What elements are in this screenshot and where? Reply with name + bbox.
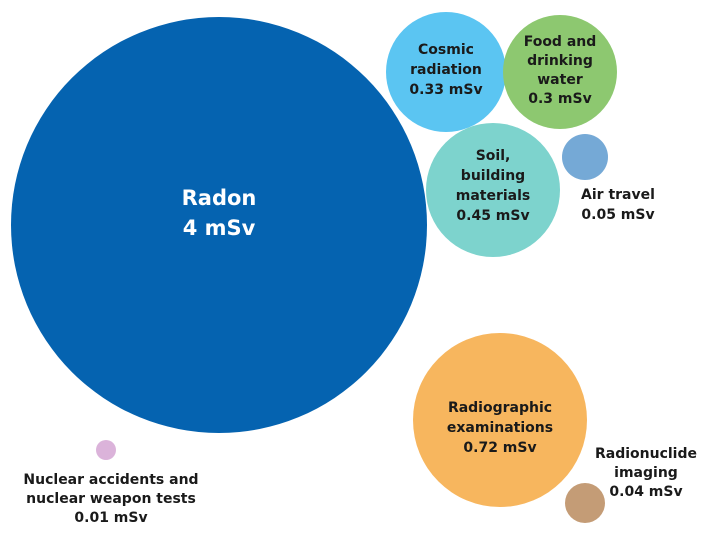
- bubble-radionuclide-imaging: [565, 483, 605, 523]
- label-food-and-drinking-water: 0.3 mSv: [528, 91, 591, 107]
- label-air-travel: Air travel: [581, 187, 655, 203]
- label-soil-building-materials: building: [461, 168, 525, 184]
- label-soil-building-materials: Soil,: [476, 148, 511, 164]
- label-radiographic-examinations: 0.72 mSv: [463, 440, 536, 456]
- label-cosmic-radiation: radiation: [410, 62, 482, 78]
- label-soil-building-materials: 0.45 mSv: [456, 208, 529, 224]
- bubble-soil-building-materials: [426, 123, 560, 257]
- bubble-nuclear-accidents-and-nuclear-weapon-tests: [96, 440, 116, 460]
- label-cosmic-radiation: 0.33 mSv: [409, 82, 482, 98]
- label-radionuclide-imaging: 0.04 mSv: [609, 484, 682, 500]
- label-radon: Radon: [182, 186, 257, 210]
- label-food-and-drinking-water: water: [537, 72, 583, 88]
- label-radiographic-examinations: Radiographic: [448, 400, 552, 416]
- label-nuclear-accidents-and-nuclear-weapon-tests: 0.01 mSv: [74, 510, 147, 526]
- label-radon: 4 mSv: [183, 216, 256, 240]
- bubble-radon: [11, 17, 427, 433]
- bubble-radiographic-examinations: [413, 333, 587, 507]
- bubble-cosmic-radiation: [386, 12, 506, 132]
- label-food-and-drinking-water: drinking: [527, 53, 593, 69]
- label-nuclear-accidents-and-nuclear-weapon-tests: nuclear weapon tests: [26, 491, 196, 507]
- label-food-and-drinking-water: Food and: [524, 34, 597, 50]
- label-radiographic-examinations: examinations: [447, 420, 553, 436]
- label-radionuclide-imaging: Radionuclide: [595, 446, 697, 462]
- label-soil-building-materials: materials: [456, 188, 531, 204]
- label-air-travel: 0.05 mSv: [581, 207, 654, 223]
- label-radionuclide-imaging: imaging: [614, 465, 678, 481]
- label-cosmic-radiation: Cosmic: [418, 42, 474, 58]
- bubble-air-travel: [562, 134, 608, 180]
- bubble-food-and-drinking-water: [503, 15, 617, 129]
- label-nuclear-accidents-and-nuclear-weapon-tests: Nuclear accidents and: [23, 472, 198, 488]
